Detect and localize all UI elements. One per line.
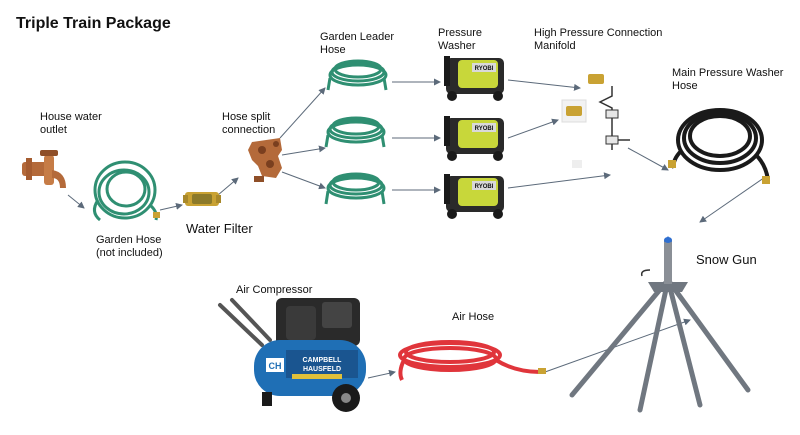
arrow-filter-to-split bbox=[217, 177, 239, 196]
arrow-compressor-to-air-hose bbox=[367, 369, 396, 379]
washer-logo-2: RYOBI bbox=[475, 126, 494, 132]
label-air-compressor: Air Compressor bbox=[236, 284, 313, 296]
label-pressure-washer-line-1: Pressure bbox=[438, 27, 483, 39]
washer-logo-1: RYOBI bbox=[475, 66, 494, 72]
label-hose-split-line-2: connection bbox=[222, 124, 276, 136]
hose-split-connection bbox=[248, 138, 282, 182]
label-house-water-outlet-line-1: House water bbox=[40, 111, 102, 123]
garden-leader-hose-1 bbox=[326, 59, 388, 91]
compressor-badge: CH bbox=[269, 361, 282, 371]
water-filter bbox=[183, 192, 221, 206]
page-title: Triple Train Package bbox=[16, 15, 171, 32]
garden-hose bbox=[93, 160, 160, 222]
label-main-hose-line-1: Main Pressure Washer bbox=[672, 67, 784, 79]
arrow-hose-to-filter bbox=[159, 202, 183, 211]
label-snow-gun: Snow Gun bbox=[696, 252, 757, 267]
arrow-washer-1-to-manifold bbox=[507, 79, 581, 91]
label-manifold-line-1: High Pressure Connection bbox=[534, 27, 663, 39]
label-garden-hose-line-2: (not included) bbox=[96, 247, 163, 259]
main-pressure-washer-hose bbox=[668, 108, 770, 184]
arrow-split-to-leader-2 bbox=[281, 145, 326, 156]
label-house-water-outlet-line-2: outlet bbox=[40, 124, 67, 136]
snow-gun bbox=[569, 236, 751, 413]
pressure-washer-2: RYOBI bbox=[444, 116, 504, 161]
pressure-washer-1: RYOBI bbox=[444, 56, 504, 101]
garden-leader-hose-2 bbox=[324, 116, 386, 148]
arrow-air-hose-to-snow-gun bbox=[544, 318, 691, 373]
label-water-filter: Water Filter bbox=[186, 221, 253, 236]
arrow-washer-2-to-manifold bbox=[507, 118, 559, 139]
high-pressure-manifold bbox=[561, 74, 630, 168]
label-air-hose: Air Hose bbox=[452, 311, 495, 323]
label-garden-hose-line-1: Garden Hose bbox=[96, 234, 162, 246]
label-garden-leader-hose-line-1: Garden Leader bbox=[320, 31, 394, 43]
label-hose-split-line-1: Hose split bbox=[222, 111, 271, 123]
house-water-outlet bbox=[22, 150, 66, 188]
compressor-brand-line-1: CAMPBELL bbox=[303, 357, 343, 364]
arrow-split-to-leader-1 bbox=[279, 87, 326, 139]
arrow-washer-3-to-manifold bbox=[507, 172, 611, 189]
arrow-manifold-to-main-hose bbox=[627, 147, 669, 171]
pressure-washer-3: RYOBI bbox=[444, 174, 504, 219]
arrow-main-hose-to-snow-gun bbox=[699, 174, 769, 223]
arrow-split-to-leader-3 bbox=[281, 171, 326, 190]
garden-leader-hose-3 bbox=[324, 172, 386, 205]
arrow-outlet-to-hose bbox=[67, 194, 85, 209]
washer-logo-3: RYOBI bbox=[475, 184, 494, 190]
label-main-hose-line-2: Hose bbox=[672, 80, 698, 92]
label-manifold-line-2: Manifold bbox=[534, 40, 576, 52]
air-compressor: CH CAMPBELL HAUSFELD bbox=[218, 298, 366, 412]
label-pressure-washer-line-2: Washer bbox=[438, 40, 476, 52]
compressor-brand-line-2: HAUSFELD bbox=[303, 366, 341, 373]
flow-arrows bbox=[67, 78, 769, 379]
label-garden-leader-hose-line-2: Hose bbox=[320, 44, 346, 56]
air-hose bbox=[398, 340, 546, 381]
